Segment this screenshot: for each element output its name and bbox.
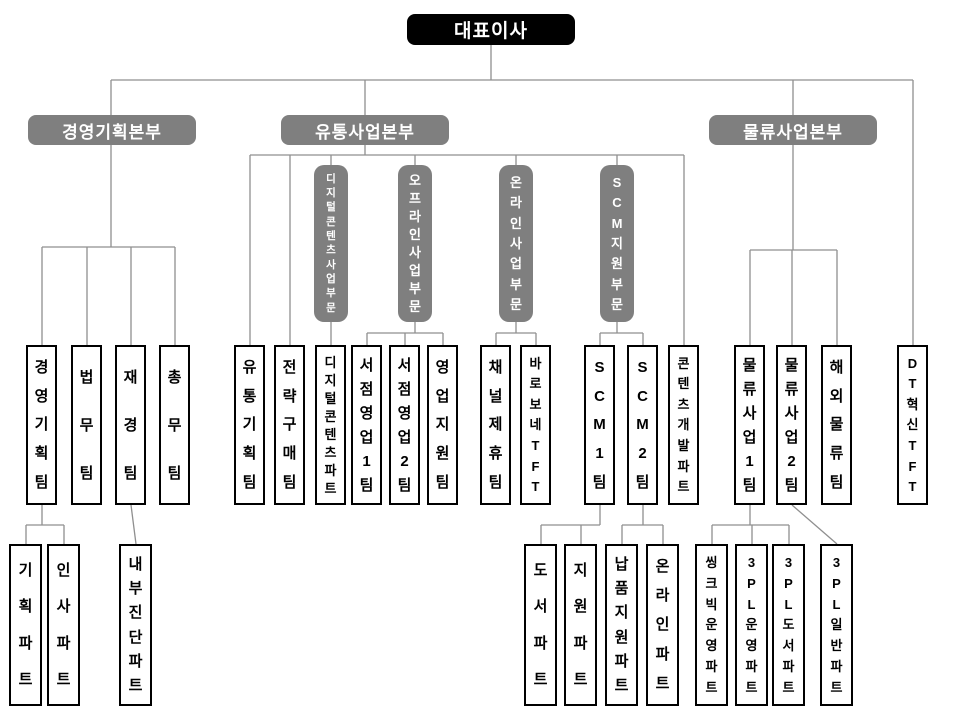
hq-logistics: 물류사업본부 — [709, 115, 877, 145]
hq-distribution: 유통사업본부 — [281, 115, 449, 145]
hq-management-planning: 경영기획본부 — [28, 115, 196, 145]
ceo-box: 대표이사 — [407, 14, 575, 45]
